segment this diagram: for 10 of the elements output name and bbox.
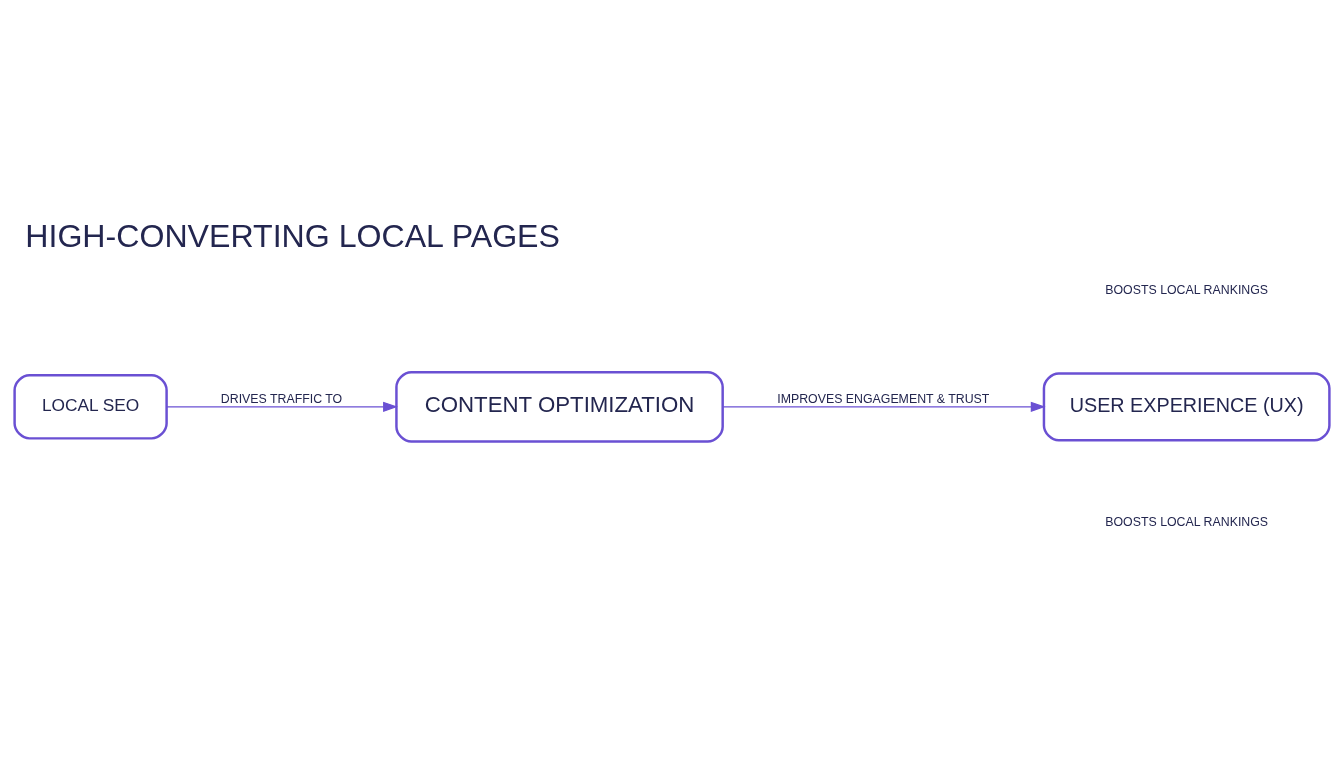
node-box: USER EXPERIENCE (UX) (1042, 372, 1331, 442)
arrow (166, 401, 398, 413)
label: BOOSTS LOCAL RANKINGS (1105, 282, 1269, 297)
edge-label: IMPROVES ENGAGEMENT & TRUST (777, 392, 990, 407)
node-box: LOCAL SEO (13, 374, 168, 440)
arrow (722, 401, 1046, 413)
diagram-title: HIGH-CONVERTING LOCAL PAGES (25, 217, 560, 254)
label: BOOSTS LOCAL RANKINGS (1105, 515, 1269, 530)
node-box: CONTENT OPTIMIZATION (395, 371, 724, 443)
edge-label: DRIVES TRAFFIC TO (220, 392, 343, 407)
